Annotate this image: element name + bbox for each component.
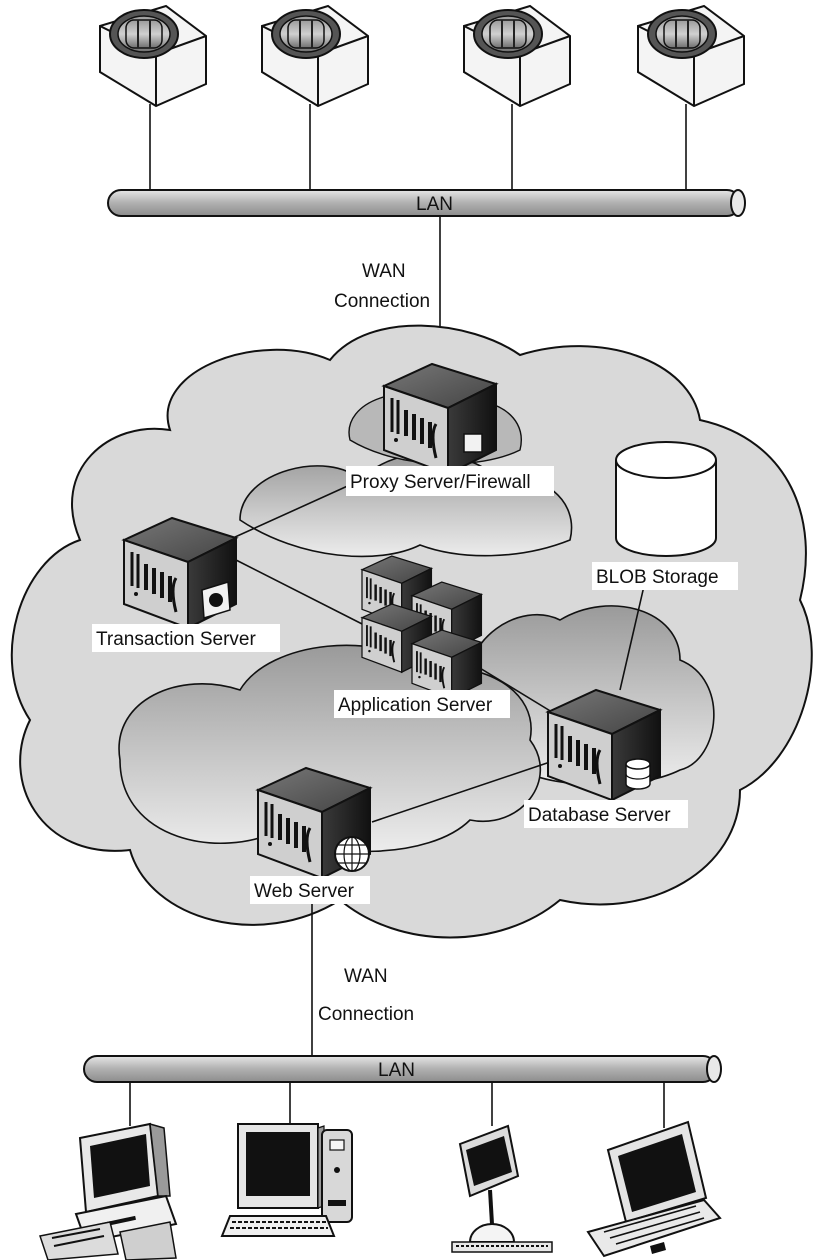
blob-storage-label: BLOB Storage [596,567,719,588]
tape-drive-icon [99,5,207,107]
proxy-server-firewall-icon [382,362,498,476]
blob-storage-icon [615,441,717,557]
database-server-icon [546,688,662,802]
wan-top-label-line2: Connection [334,291,430,312]
proxy-server-label: Proxy Server/Firewall [350,472,531,493]
web-label-bg [250,876,370,904]
tape-drive-icon [637,5,745,107]
wan-bottom-label-line1: WAN [344,966,388,987]
transaction-server-label: Transaction Server [96,629,256,650]
database-server-label: Database Server [528,805,671,826]
imac-computer-icon [451,1124,553,1253]
tape-drive-icon [463,5,571,107]
proxy-label-bg [346,466,554,496]
application-server-label: Application Server [338,695,493,716]
wan-top-label-line1: WAN [362,261,406,282]
web-server-icon [256,766,372,880]
bottom-lan-label: LAN [378,1060,415,1081]
transaction-label-bg [92,624,280,652]
desktop-computer-icon [39,1122,178,1260]
transaction-server-icon [122,516,238,630]
tape-drive-icon [261,5,369,107]
top-lan-label: LAN [416,194,453,215]
workstation-computer-icon [220,1123,353,1237]
web-server-label: Web Server [254,881,355,902]
application-label-bg [334,690,510,718]
database-label-bg [524,800,688,828]
blob-label-bg [592,562,738,590]
top-lan-pipe [107,189,746,217]
laptop-computer-icon [586,1120,722,1258]
wan-bottom-label-line2: Connection [318,1004,414,1025]
bottom-lan-pipe [83,1055,722,1083]
